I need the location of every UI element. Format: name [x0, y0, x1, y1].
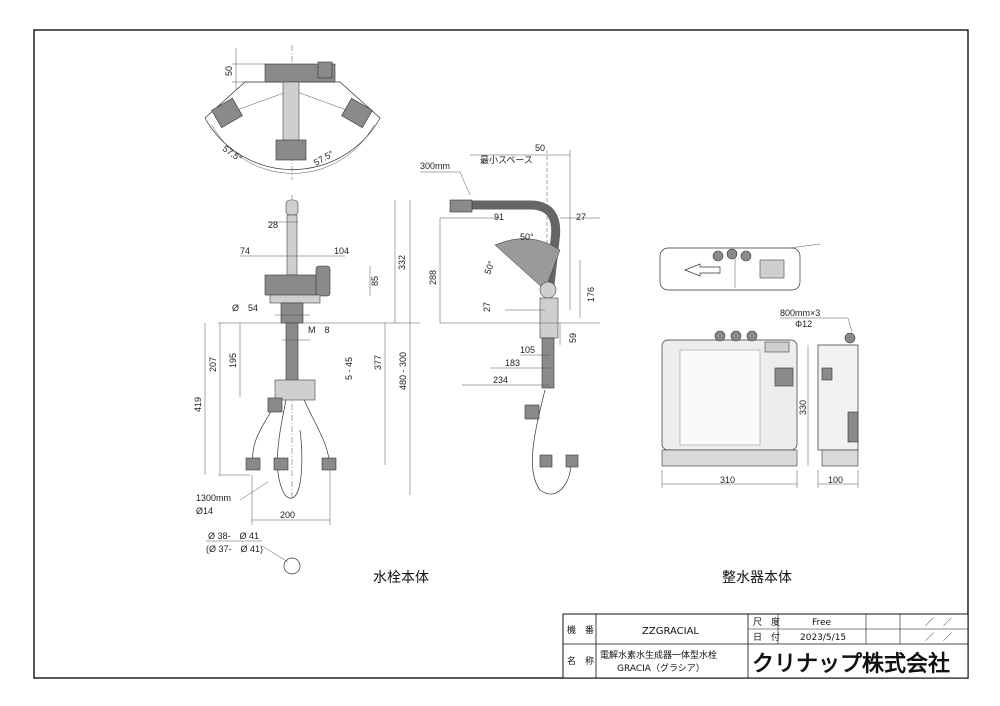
purifier-dim-330: 330 [798, 400, 808, 415]
top-angle-left: 57.5° [221, 143, 244, 164]
side-dim-105: 105 [520, 345, 535, 355]
front-hole-diameter-alt: (Ø 37- Ø 41) [206, 544, 263, 554]
side-dim-300mm: 300mm [420, 161, 450, 171]
side-view: 50 最小スペース 300mm 288 91 27 50° 50° 27 176… [420, 143, 600, 495]
purifier-top-view [659, 243, 821, 291]
front-dim-207: 207 [208, 357, 218, 372]
side-dim-183: 183 [505, 358, 520, 368]
front-dim-200: 200 [280, 510, 295, 520]
purifier-dim-100: 100 [828, 475, 843, 485]
purifier-front-view: 310 [661, 330, 798, 488]
side-dim-288: 288 [428, 270, 438, 285]
side-angle-50-top: 50° [520, 232, 534, 242]
front-dim-332: 332 [397, 255, 407, 270]
front-dim-28: 28 [268, 220, 278, 230]
top-dim-50: 50 [224, 66, 234, 76]
title-product-name-1: 電解水素水生成器一体型水栓 [600, 649, 717, 661]
side-dim-27-left: 27 [482, 302, 492, 312]
front-dim-m8: M 8 [308, 325, 330, 335]
top-view: 50 57.5° 57.5° [204, 45, 381, 180]
title-model-number: ZZGRACIAL [642, 626, 699, 637]
side-dim-91: 91 [494, 212, 504, 222]
purifier-tube-diameter: Φ12 [795, 319, 812, 329]
title-model-label: 機 番 [567, 624, 594, 636]
front-dim-480-300: 480 - 300 [398, 352, 408, 390]
front-hole-diameter: Ø 38- Ø 41 [208, 531, 259, 541]
front-view: 28 74 104 85 332 Ø 54 M 8 207 195 5 - 45… [193, 195, 429, 586]
purifier-body-label: 整水器本体 [722, 570, 792, 586]
sheet-border [33, 29, 969, 679]
side-dim-27-top: 27 [576, 212, 586, 222]
title-block: 機 番 ZZGRACIAL 尺 度 Free 日 付 2023/5/15 ／ ／… [562, 613, 969, 679]
side-min-space: 最小スペース [480, 155, 533, 165]
title-slash-2: ／ ／ [925, 632, 952, 643]
faucet-body-label: 水栓本体 [373, 570, 429, 586]
title-slash-1: ／ ／ [925, 617, 952, 628]
side-dim-59: 59 [568, 333, 578, 343]
purifier-side-view: 330 100 800mm×3 Φ12 [780, 308, 859, 488]
front-dim-5-45: 5 - 45 [344, 357, 354, 380]
side-dim-176: 176 [586, 287, 596, 302]
side-dim-234: 234 [493, 375, 508, 385]
title-date-label: 日 付 [753, 632, 780, 643]
front-dim-74: 74 [240, 246, 250, 256]
front-dim-phi54: Ø 54 [232, 303, 258, 313]
front-dim-195: 195 [228, 353, 238, 368]
front-dim-85: 85 [370, 276, 380, 286]
front-dim-419: 419 [193, 397, 203, 412]
company-logo-text: クリナップ株式会社 [752, 651, 950, 677]
front-hose-diameter: Ø14 [196, 506, 213, 516]
purifier-dim-310: 310 [720, 475, 735, 485]
counter-hole-circle [283, 557, 301, 575]
title-product-name-2: GRACIA（グラシア） [617, 662, 705, 674]
title-date-value: 2023/5/15 [800, 633, 846, 643]
front-dim-104: 104 [334, 246, 349, 256]
front-hose-length: 1300mm [196, 493, 231, 503]
title-scale-label: 尺 度 [753, 616, 780, 628]
purifier-tube-length: 800mm×3 [780, 308, 820, 318]
side-dim-50: 50 [535, 143, 545, 153]
title-name-label: 名 称 [567, 655, 594, 667]
front-dim-377: 377 [373, 355, 383, 370]
side-angle-50-left: 50° [482, 259, 496, 276]
title-scale-value: Free [812, 618, 832, 628]
